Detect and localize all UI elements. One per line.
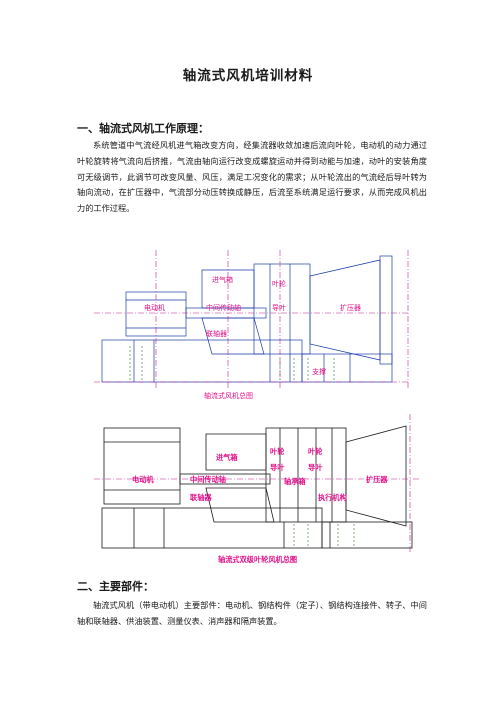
label-support: 支撑 — [312, 367, 326, 376]
label-guide-vane: 导叶 — [272, 303, 286, 312]
inlet-box-outline — [205, 433, 267, 471]
label-guide-vane-stage2: 导叶 — [308, 463, 323, 472]
label-inlet-box: 进气箱 — [212, 275, 233, 284]
label-motor: 电动机 — [144, 303, 165, 312]
foundation-left — [101, 339, 303, 383]
figure2-caption: 轴流式双级叶轮风机总图 — [218, 555, 297, 564]
label-guide-vane-stage1: 导叶 — [270, 463, 285, 472]
label-inlet-box: 进气箱 — [216, 453, 238, 462]
document-title: 轴流式风机培训材料 — [182, 68, 314, 84]
principle-paragraph: 系统管道中气流经风机进气箱改变方向，经集流器收敛加速后流向叶轮，电动机的动力通过… — [77, 140, 427, 214]
components-paragraph: 轴流式风机（带电动机）主要部件：电动机、钢结构件（定子）、钢结构连接件、转子、中… — [77, 600, 427, 626]
label-actuator: 执行机构 — [318, 493, 347, 502]
label-bearing-box: 轴承箱 — [284, 477, 306, 486]
section-heading-principle: 一、轴流式风机工作原理： — [77, 122, 209, 135]
figure1-caption: 轴流式风机总图 — [204, 391, 253, 400]
section-heading-components: 二、主要部件： — [77, 580, 154, 593]
label-impeller: 叶轮 — [272, 279, 286, 288]
label-intermediate-shaft: 中间传动轴 — [206, 303, 241, 312]
motor-body — [103, 427, 181, 505]
label-motor: 电动机 — [132, 475, 154, 484]
label-intermediate-shaft: 中间传动轴 — [190, 475, 226, 484]
section-body-principle: 系统管道中气流经风机进气箱改变方向，经集流器收敛加速后流向叶轮，电动机的动力通过… — [77, 138, 427, 217]
label-impeller-stage2: 叶轮 — [308, 447, 323, 456]
label-impeller-stage1: 叶轮 — [270, 447, 285, 456]
two-stage-fan-general-drawing: 进气箱 电动机 中间传动轴 联轴器 叶轮 叶轮 导叶 导叶 轴承箱 执行机构 扩… — [94, 414, 420, 564]
section-body-components: 轴流式风机（带电动机）主要部件：电动机、钢结构件（定子）、钢结构连接件、转子、中… — [77, 598, 427, 630]
label-coupling: 联轴器 — [206, 329, 227, 338]
label-coupling: 联轴器 — [190, 493, 212, 502]
foundation-right — [321, 521, 413, 549]
label-diffuser: 扩压器 — [340, 303, 361, 312]
fan-general-drawing: 进气箱 电动机 中间传动轴 联轴器 叶轮 导叶 扩压器 支撑 轴流式风机总图 — [94, 250, 410, 400]
label-diffuser: 扩压器 — [366, 475, 388, 484]
diffuser-outline — [345, 425, 407, 527]
